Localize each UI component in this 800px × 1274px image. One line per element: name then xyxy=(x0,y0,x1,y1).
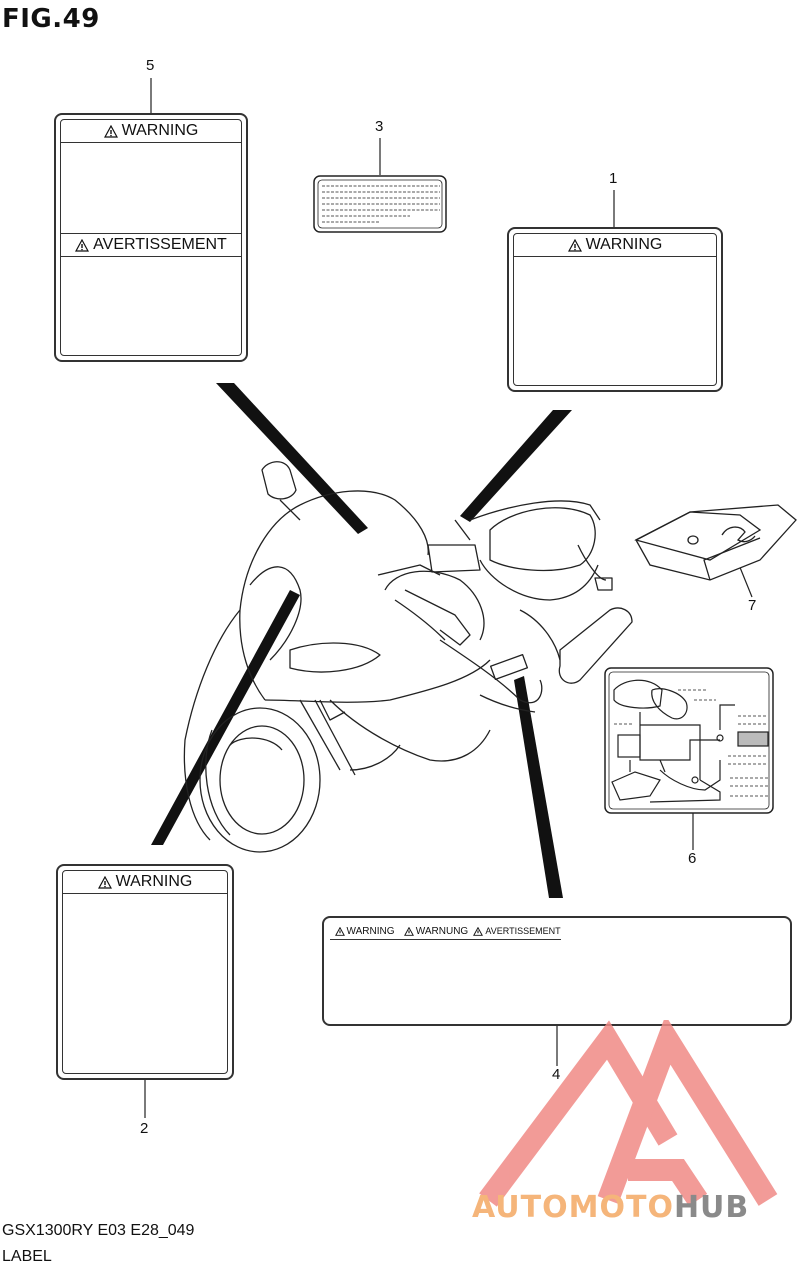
label-1-warning-header: WARNING xyxy=(514,234,716,257)
avertissement-text: AVERTISSEMENT xyxy=(93,236,227,253)
callout-2: 2 xyxy=(140,1120,149,1137)
warning-text: WARNING xyxy=(115,873,193,890)
callout-6: 6 xyxy=(688,850,697,867)
warnung-text: WARNUNG xyxy=(415,925,469,937)
watermark-brand-part-a: AUTOMOTO xyxy=(472,1190,674,1225)
model-code: GSX1300RY E03 E28_049 xyxy=(2,1222,195,1239)
figure-title: FIG.49 xyxy=(2,4,100,34)
label-4-warnung-header: WARNUNG xyxy=(399,923,473,940)
watermark-brand-text: AUTOMOTOHUB xyxy=(472,1190,749,1225)
warning-triangle-icon xyxy=(97,875,112,889)
warning-text: WARNING xyxy=(121,122,199,139)
label-2-warning: WARNING xyxy=(56,864,234,1080)
pointer-label-1 xyxy=(460,410,572,522)
label-1-warning: WARNING xyxy=(507,227,723,392)
warning-triangle-icon xyxy=(567,238,582,252)
label-4-warning-header: WARNING xyxy=(330,923,399,940)
callout-5: 5 xyxy=(146,57,155,74)
motorcycle-outline xyxy=(183,461,633,853)
section-name: LABEL xyxy=(2,1248,52,1265)
warning-triangle-icon xyxy=(403,926,414,936)
pointer-label-2 xyxy=(151,590,300,845)
warning-triangle-icon xyxy=(473,926,484,936)
pointer-label-5 xyxy=(216,383,368,534)
label-5-warning-header: WARNING xyxy=(61,120,241,143)
pointer-label-4 xyxy=(514,676,563,898)
warning-text: WARNING xyxy=(346,925,395,937)
label-4-avertissement-header: AVERTISSEMENT xyxy=(473,923,561,940)
callout-3: 3 xyxy=(375,118,384,135)
label-5-warning-avertissement: WARNING AVERTISSEMENT xyxy=(54,113,248,362)
warning-triangle-icon xyxy=(75,238,90,252)
avertissement-text: AVERTISSEMENT xyxy=(485,926,561,936)
warning-triangle-icon xyxy=(334,926,345,936)
watermark-logo-icon xyxy=(479,1020,778,1207)
callout-7: 7 xyxy=(748,597,757,614)
watermark-brand-part-b: HUB xyxy=(673,1190,750,1225)
callout-4: 4 xyxy=(552,1066,561,1083)
label-6-wiring-diagram xyxy=(604,667,774,814)
label-3-small-plate xyxy=(313,175,447,233)
warning-triangle-icon xyxy=(103,124,118,138)
label-7-pouch xyxy=(634,504,797,581)
label-5-avertissement-header: AVERTISSEMENT xyxy=(61,233,241,257)
label-2-warning-header: WARNING xyxy=(63,871,227,894)
warning-text: WARNING xyxy=(585,236,663,253)
callout-1: 1 xyxy=(609,170,618,187)
label-4-multilingual-warning: WARNING WARNUNG AVERTISSEMENT xyxy=(322,916,792,1026)
